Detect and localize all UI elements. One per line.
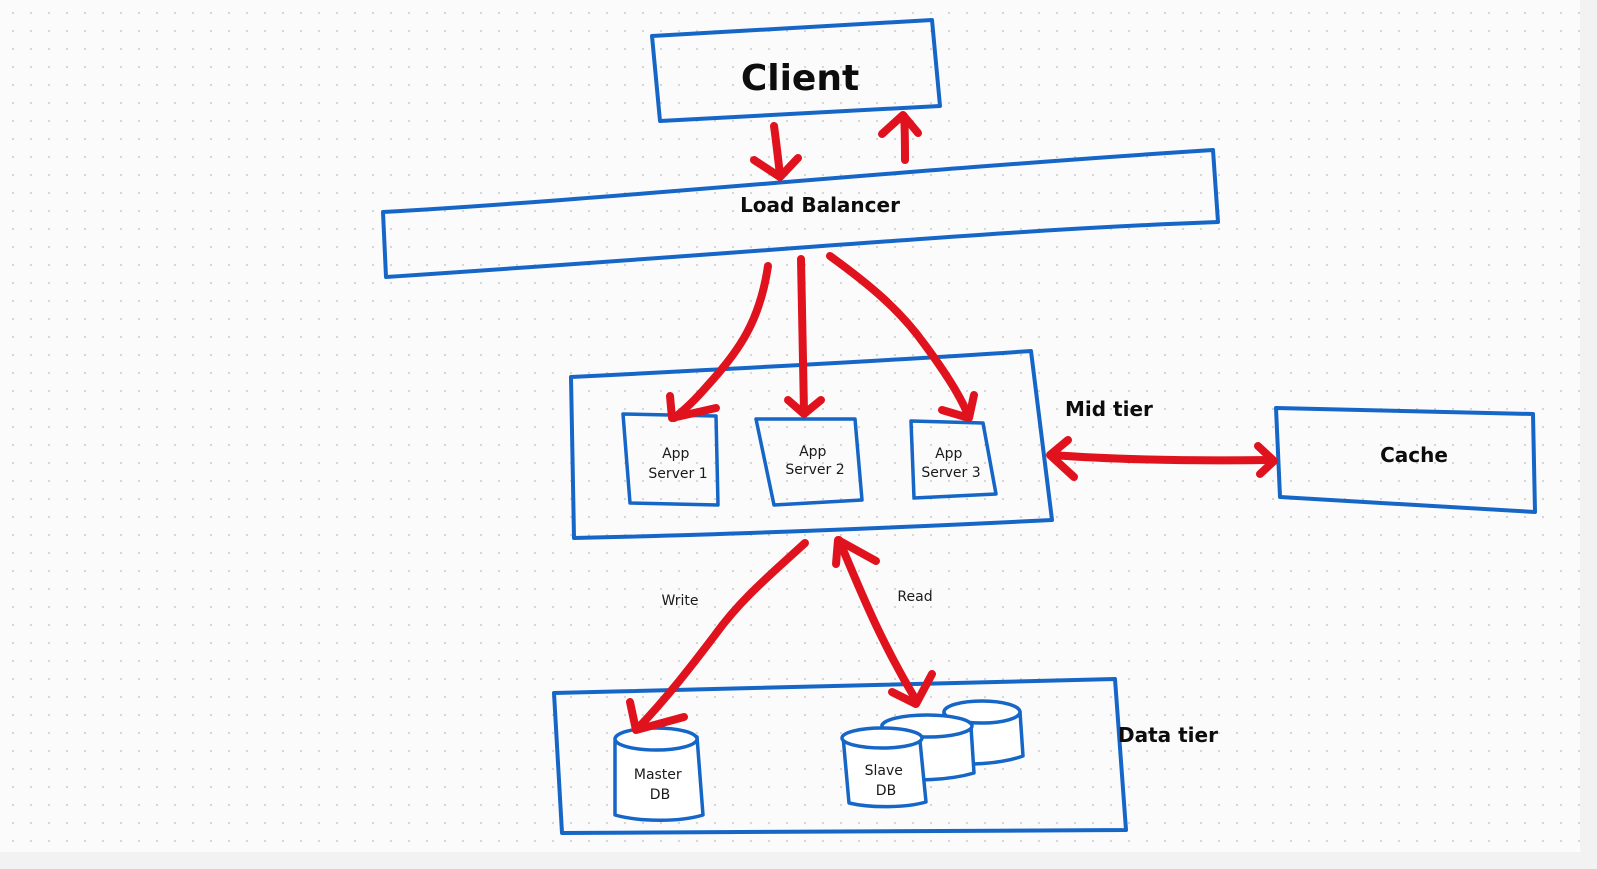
canvas-right-edge xyxy=(1580,0,1597,869)
app-server-1-label-line1: App xyxy=(662,446,689,462)
arrow-lb-to-app2-shaft xyxy=(797,255,808,416)
cache-node[interactable]: Cache xyxy=(1274,406,1537,514)
arrow-lb-to-app-server-3[interactable] xyxy=(826,252,978,422)
arrow-lb-to-app1-head xyxy=(666,392,720,422)
slave-db-node[interactable]: Slave DB xyxy=(840,726,928,809)
arrow-write-shaft xyxy=(634,539,809,732)
app-server-2-label: App Server 2 xyxy=(785,444,844,478)
master-db-label-line2: DB xyxy=(650,787,670,803)
client-box xyxy=(650,18,942,123)
arrow-load-balancer-to-client[interactable] xyxy=(878,111,922,164)
arrow-write-head xyxy=(626,698,688,734)
app-server-2-label-line1: App xyxy=(799,444,826,460)
slave-db-label-line1: Slave xyxy=(865,763,903,779)
app-server-3-box xyxy=(909,419,998,500)
arrow-write-to-master-db[interactable] xyxy=(626,539,809,734)
arrow-client-to-lb-head xyxy=(750,154,802,181)
arrow-lb-to-app3-head xyxy=(938,391,978,422)
load-balancer-label: Load Balancer xyxy=(740,193,900,217)
arrow-lb-to-app2-head xyxy=(784,396,825,418)
arrow-client-to-load-balancer[interactable] xyxy=(750,122,802,181)
arrow-lb-to-client-head xyxy=(878,111,922,138)
load-balancer-node[interactable]: Load Balancer xyxy=(381,148,1220,279)
app-server-2-node[interactable]: App Server 2 xyxy=(754,417,864,507)
data-tier-label: Data tier xyxy=(1118,723,1218,747)
data-tier-box xyxy=(552,677,1128,835)
arrow-lb-to-app-server-2[interactable] xyxy=(784,255,825,418)
arrow-mid-cache-head-left xyxy=(1046,436,1078,481)
app-server-1-node[interactable]: App Server 1 xyxy=(621,412,720,507)
master-db-label-line1: Master xyxy=(634,767,682,783)
client-label: Client xyxy=(741,58,859,99)
arrow-read-head-top xyxy=(832,536,880,568)
slave-db-top xyxy=(840,726,924,750)
arrow-client-to-lb-shaft xyxy=(770,122,784,179)
arrow-lb-to-app1-shaft xyxy=(670,262,772,422)
arrow-lb-to-app-server-1[interactable] xyxy=(666,262,772,422)
arrow-mid-cache-head-right xyxy=(1254,442,1278,478)
master-db-body xyxy=(613,735,705,822)
mid-tier-label: Mid tier xyxy=(1065,397,1153,421)
master-db-node[interactable]: Master DB xyxy=(613,726,705,822)
app-server-1-label: App Server 1 xyxy=(648,446,707,482)
mid-tier-group[interactable]: Mid tier xyxy=(569,349,1153,540)
load-balancer-box xyxy=(381,148,1220,279)
master-db-label: Master DB xyxy=(634,767,686,803)
canvas-bottom-edge xyxy=(0,852,1597,869)
slave-db-body xyxy=(841,734,928,809)
data-tier-group[interactable]: Data tier xyxy=(552,677,1218,835)
master-db-top xyxy=(613,726,699,752)
mid-tier-box xyxy=(569,349,1054,540)
app-server-2-box xyxy=(754,417,864,507)
write-label: Write xyxy=(662,593,699,609)
arrow-read-shaft xyxy=(835,536,920,704)
app-server-2-label-line2: Server 2 xyxy=(785,462,844,478)
arrow-read-slave-db[interactable] xyxy=(832,536,936,708)
cache-label: Cache xyxy=(1380,443,1448,467)
app-server-3-node[interactable]: App Server 3 xyxy=(909,419,998,500)
cache-box xyxy=(1274,406,1537,514)
slave-db-label-line2: DB xyxy=(876,783,896,799)
app-server-3-label-line1: App xyxy=(935,446,962,462)
app-server-1-label-line2: Server 1 xyxy=(648,466,707,482)
read-label: Read xyxy=(897,589,932,605)
arrow-read-head-bottom xyxy=(888,670,936,708)
client-node[interactable]: Client xyxy=(650,18,942,123)
whiteboard-canvas xyxy=(0,0,1580,852)
app-server-3-label-line2: Server 3 xyxy=(921,465,980,481)
slave-db-replica-3-top xyxy=(942,699,1022,725)
app-server-3-label: App Server 3 xyxy=(921,446,980,481)
arrow-mid-tier-cache[interactable] xyxy=(1046,436,1278,481)
slave-db-label: Slave DB xyxy=(865,763,908,799)
arrow-lb-to-app3-shaft xyxy=(826,252,972,419)
arrow-mid-cache-shaft xyxy=(1048,451,1276,465)
